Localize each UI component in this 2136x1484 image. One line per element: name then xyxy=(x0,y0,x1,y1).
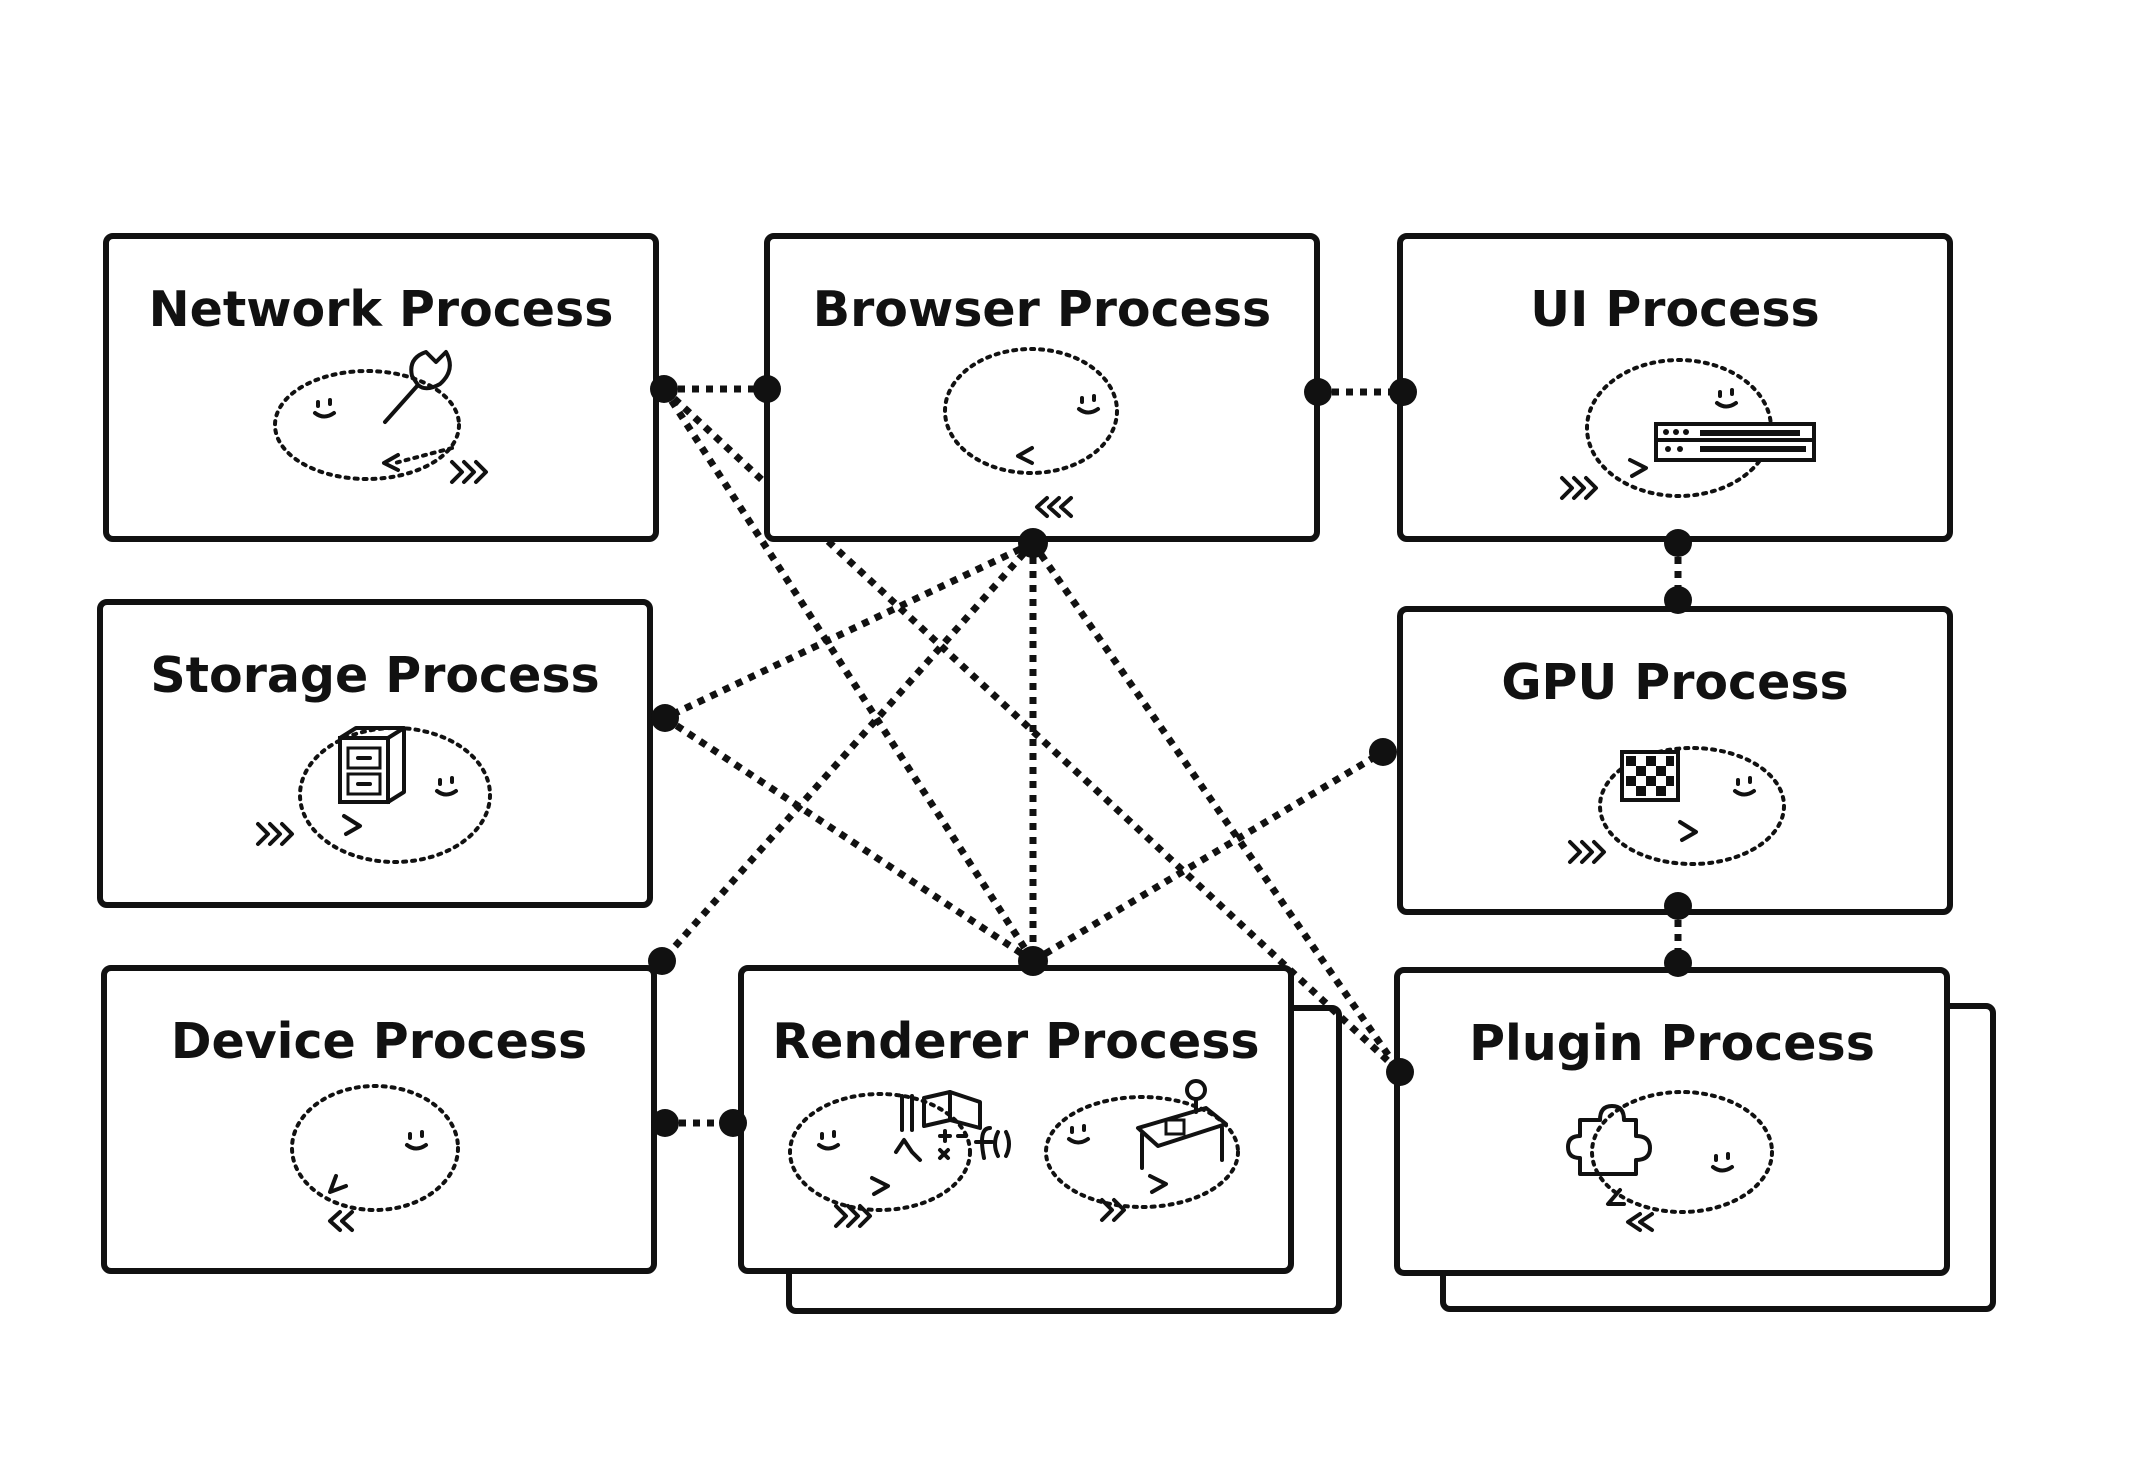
connector-lines xyxy=(659,385,1682,1127)
arrow-tail-icon xyxy=(1560,476,1598,500)
browser-process-box[interactable]: Browser Process xyxy=(764,233,1320,542)
loop-illustration xyxy=(1566,1090,1774,1232)
connector-endpoints xyxy=(648,375,1692,1137)
ui-process-box[interactable]: UI Process xyxy=(1397,233,1953,542)
arrow-tail-icon xyxy=(1100,1198,1126,1222)
smiley-icon xyxy=(313,398,336,419)
browser-window-icon xyxy=(1654,422,1816,462)
endpoint-dot xyxy=(753,375,781,403)
loop-illustration xyxy=(273,350,488,484)
arrow-head-icon xyxy=(1016,446,1034,465)
endpoint-dot xyxy=(1389,378,1417,406)
loop-illustration xyxy=(290,1084,460,1232)
book-icon xyxy=(922,1090,982,1130)
device-process-box[interactable]: Device Process xyxy=(101,965,657,1274)
arrow-head-icon xyxy=(342,814,362,836)
arrow-head-icon xyxy=(1678,820,1698,842)
endpoint-dot xyxy=(651,704,679,732)
pixel-grid-icon xyxy=(1620,750,1680,802)
function-icon xyxy=(974,1126,1011,1160)
smiley-icon xyxy=(817,1130,840,1151)
browser-process-title: Browser Process xyxy=(813,281,1271,338)
network-process-box[interactable]: Network Process xyxy=(103,233,659,542)
wrench-icon xyxy=(383,350,452,424)
worker-desk-icon xyxy=(1136,1079,1228,1170)
endpoint-dot xyxy=(1664,949,1692,977)
arrow-head-icon xyxy=(382,453,400,472)
math-symbols-icon xyxy=(938,1129,968,1160)
plugin-process-box[interactable]: Plugin Process xyxy=(1394,967,1950,1276)
storage-process-title: Storage Process xyxy=(150,647,599,704)
endpoint-dot xyxy=(1664,529,1692,557)
renderer-process-title: Renderer Process xyxy=(772,1013,1259,1070)
arrow-tail-icon xyxy=(256,822,294,846)
file-cabinet-icon xyxy=(338,726,406,804)
arrow-tail-icon xyxy=(1035,496,1073,518)
endpoint-dot xyxy=(648,947,676,975)
smiley-icon xyxy=(435,776,458,797)
gpu-process-box[interactable]: GPU Process xyxy=(1397,606,1953,915)
connector-renderer-gpu xyxy=(1031,748,1385,965)
arrow-tail-icon xyxy=(1568,840,1606,864)
endpoint-dot xyxy=(1369,738,1397,766)
arrow-head-icon xyxy=(1148,1174,1168,1194)
arrow-head-icon xyxy=(1606,1188,1626,1206)
arrow-tail-icon xyxy=(1626,1212,1654,1232)
endpoint-dot xyxy=(650,375,678,403)
arrow-head-icon xyxy=(328,1174,348,1194)
main-thread-loop xyxy=(788,1090,1011,1228)
endpoint-dot xyxy=(1304,378,1332,406)
loop-illustration xyxy=(1568,746,1786,866)
smiley-icon xyxy=(405,1130,428,1151)
smiley-icon xyxy=(1077,394,1100,415)
endpoint-dot xyxy=(719,1109,747,1137)
renderer-process-box[interactable]: Renderer Process xyxy=(738,965,1294,1274)
smiley-icon xyxy=(1715,388,1738,409)
pencil-icon xyxy=(900,1094,914,1132)
smiley-icon xyxy=(1067,1124,1090,1145)
arrow-head-icon xyxy=(870,1176,890,1196)
plugin-process-title: Plugin Process xyxy=(1469,1015,1875,1072)
gpu-process-title: GPU Process xyxy=(1501,654,1848,711)
connector-network-renderer xyxy=(661,387,1036,963)
smiley-icon xyxy=(1711,1152,1734,1173)
endpoint-dot xyxy=(1664,586,1692,614)
arrow-tail-icon xyxy=(450,460,488,484)
ui-process-title: UI Process xyxy=(1530,281,1819,338)
worker-thread-loop xyxy=(1044,1079,1240,1222)
loop-illustration xyxy=(943,347,1119,518)
tree-icon xyxy=(894,1138,922,1162)
connector-browser-storage xyxy=(663,539,1035,722)
puzzle-piece-icon xyxy=(1566,1104,1652,1176)
endpoint-dot xyxy=(1664,892,1692,920)
endpoint-dot xyxy=(1018,946,1048,976)
endpoint-dot xyxy=(1386,1058,1414,1086)
network-process-title: Network Process xyxy=(149,281,614,338)
smiley-icon xyxy=(1733,776,1756,797)
connector-storage-renderer xyxy=(663,715,1035,964)
device-process-title: Device Process xyxy=(171,1013,587,1070)
loop-illustration xyxy=(1560,358,1816,500)
connector-browser-plugin xyxy=(1030,541,1403,1074)
connector-browser-device xyxy=(659,540,1036,964)
loop-illustration xyxy=(256,726,492,864)
arrow-tail-icon xyxy=(328,1210,354,1232)
storage-process-box[interactable]: Storage Process xyxy=(97,599,653,908)
endpoint-dot xyxy=(1018,528,1048,558)
endpoint-dot xyxy=(651,1109,679,1137)
arrow-tail-icon xyxy=(834,1204,872,1228)
arrow-head-icon xyxy=(1628,458,1648,478)
